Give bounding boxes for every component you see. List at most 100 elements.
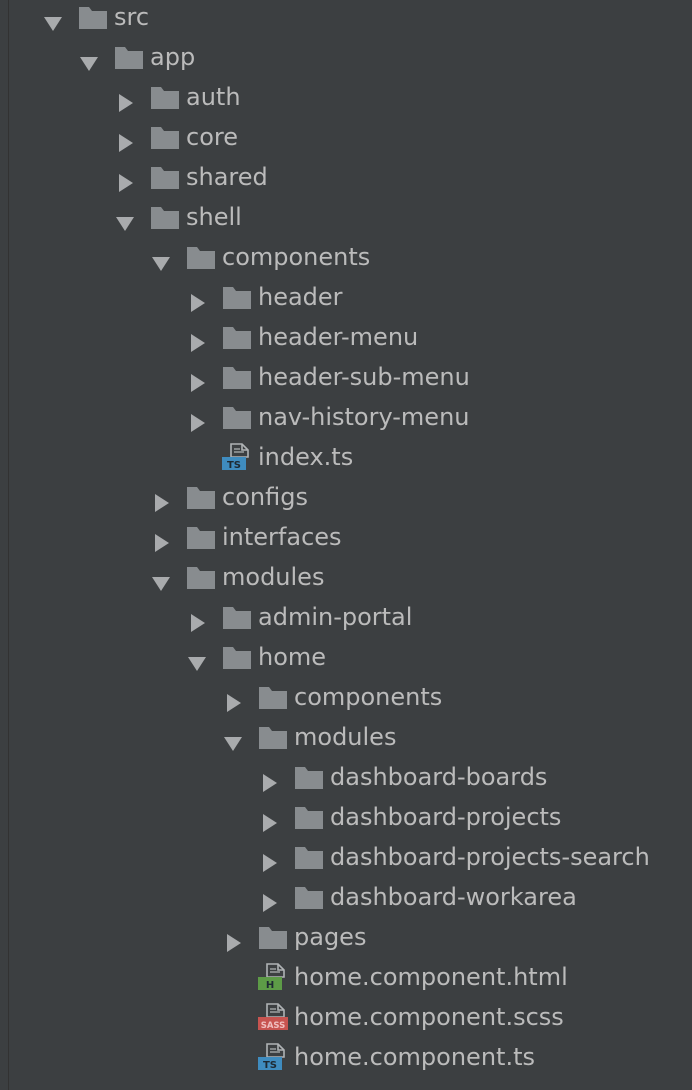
tree-item-label: components [222,243,371,271]
folder-icon [150,163,180,191]
svg-text:TS: TS [227,460,241,471]
tree-row-folder-dashboard-boards[interactable]: dashboard-boards [0,757,692,797]
tree-row-folder-header-sub-menu[interactable]: header-sub-menu [0,357,692,397]
tree-item-label: header [258,283,343,311]
expanded-arrow-icon[interactable] [78,46,100,71]
tree-item-label: dashboard-projects-search [330,843,650,871]
folder-icon [258,723,288,751]
tree-row-file-home-component-ts[interactable]: TS home.component.ts [0,1037,692,1077]
sass-file-icon: SASS [258,1003,288,1031]
collapsed-arrow-icon[interactable] [150,486,172,512]
collapsed-arrow-icon[interactable] [186,406,208,432]
tree-row-folder-app[interactable]: app [0,37,692,77]
tree-row-folder-modules[interactable]: modules [0,557,692,597]
svg-text:TS: TS [263,1060,277,1071]
tree-row-folder-interfaces[interactable]: interfaces [0,517,692,557]
folder-icon [222,643,252,671]
tree-item-label: pages [294,923,367,951]
tree-row-folder-pages[interactable]: pages [0,917,692,957]
folder-icon [78,3,108,31]
tree-row-folder-dashboard-workarea[interactable]: dashboard-workarea [0,877,692,917]
tree-item-label: dashboard-projects [330,803,562,831]
typescript-file-icon: TS [222,443,252,471]
folder-icon [294,883,324,911]
expanded-arrow-icon[interactable] [42,6,64,31]
tree-item-label: configs [222,483,308,511]
collapsed-arrow-icon[interactable] [258,766,280,792]
tree-item-label: home.component.scss [294,1003,564,1031]
folder-icon [258,923,288,951]
tree-row-folder-header[interactable]: header [0,277,692,317]
expanded-arrow-icon[interactable] [114,206,136,231]
tree-row-folder-core[interactable]: core [0,117,692,157]
svg-text:H: H [266,980,274,991]
folder-icon [258,683,288,711]
tree-item-label: dashboard-workarea [330,883,577,911]
tree-item-label: modules [222,563,325,591]
folder-icon [294,803,324,831]
tree-item-label: src [114,3,150,31]
tree-row-folder-modules[interactable]: modules [0,717,692,757]
tree-row-folder-home[interactable]: home [0,637,692,677]
folder-icon [186,483,216,511]
folder-icon [222,323,252,351]
collapsed-arrow-icon[interactable] [114,126,136,152]
gutter-divider [8,0,9,1090]
collapsed-arrow-icon[interactable] [186,366,208,392]
tree-row-folder-components[interactable]: components [0,237,692,277]
tree-item-label: components [294,683,443,711]
expanded-arrow-icon[interactable] [150,246,172,271]
collapsed-arrow-icon[interactable] [222,926,244,952]
collapsed-arrow-icon[interactable] [258,846,280,872]
tree-row-folder-components[interactable]: components [0,677,692,717]
folder-icon [186,563,216,591]
collapsed-arrow-icon[interactable] [186,326,208,352]
tree-item-label: modules [294,723,397,751]
collapsed-arrow-icon[interactable] [114,166,136,192]
folder-icon [114,43,144,71]
tree-item-label: header-menu [258,323,419,351]
folder-icon [294,763,324,791]
collapsed-arrow-icon[interactable] [150,526,172,552]
folder-icon [186,523,216,551]
tree-row-folder-admin-portal[interactable]: admin-portal [0,597,692,637]
tree-item-label: shared [186,163,268,191]
folder-icon [186,243,216,271]
tree-item-label: app [150,43,196,71]
tree-row-folder-shared[interactable]: shared [0,157,692,197]
tree-row-folder-dashboard-projects-search[interactable]: dashboard-projects-search [0,837,692,877]
collapsed-arrow-icon[interactable] [258,806,280,832]
tree-row-folder-configs[interactable]: configs [0,477,692,517]
folder-icon [222,403,252,431]
tree-row-folder-nav-history-menu[interactable]: nav-history-menu [0,397,692,437]
collapsed-arrow-icon[interactable] [114,86,136,112]
tree-row-folder-dashboard-projects[interactable]: dashboard-projects [0,797,692,837]
expanded-arrow-icon[interactable] [222,726,244,751]
tree-item-label: nav-history-menu [258,403,470,431]
expanded-arrow-icon[interactable] [186,646,208,671]
folder-icon [150,123,180,151]
folder-icon [150,83,180,111]
collapsed-arrow-icon[interactable] [258,886,280,912]
collapsed-arrow-icon[interactable] [186,606,208,632]
folder-icon [294,843,324,871]
collapsed-arrow-icon[interactable] [186,286,208,312]
collapsed-arrow-icon[interactable] [222,686,244,712]
tree-item-label: interfaces [222,523,342,551]
tree-row-folder-auth[interactable]: auth [0,77,692,117]
html-file-icon: H [258,963,288,991]
tree-row-folder-src[interactable]: src [0,0,692,37]
tree-item-label: auth [186,83,241,111]
folder-icon [222,603,252,631]
folder-icon [222,283,252,311]
tree-row-folder-header-menu[interactable]: header-menu [0,317,692,357]
tree-row-folder-shell[interactable]: shell [0,197,692,237]
tree-item-label: home.component.html [294,963,568,991]
tree-item-label: home.component.ts [294,1043,535,1071]
expanded-arrow-icon[interactable] [150,566,172,591]
tree-item-label: core [186,123,238,151]
tree-item-label: header-sub-menu [258,363,470,391]
